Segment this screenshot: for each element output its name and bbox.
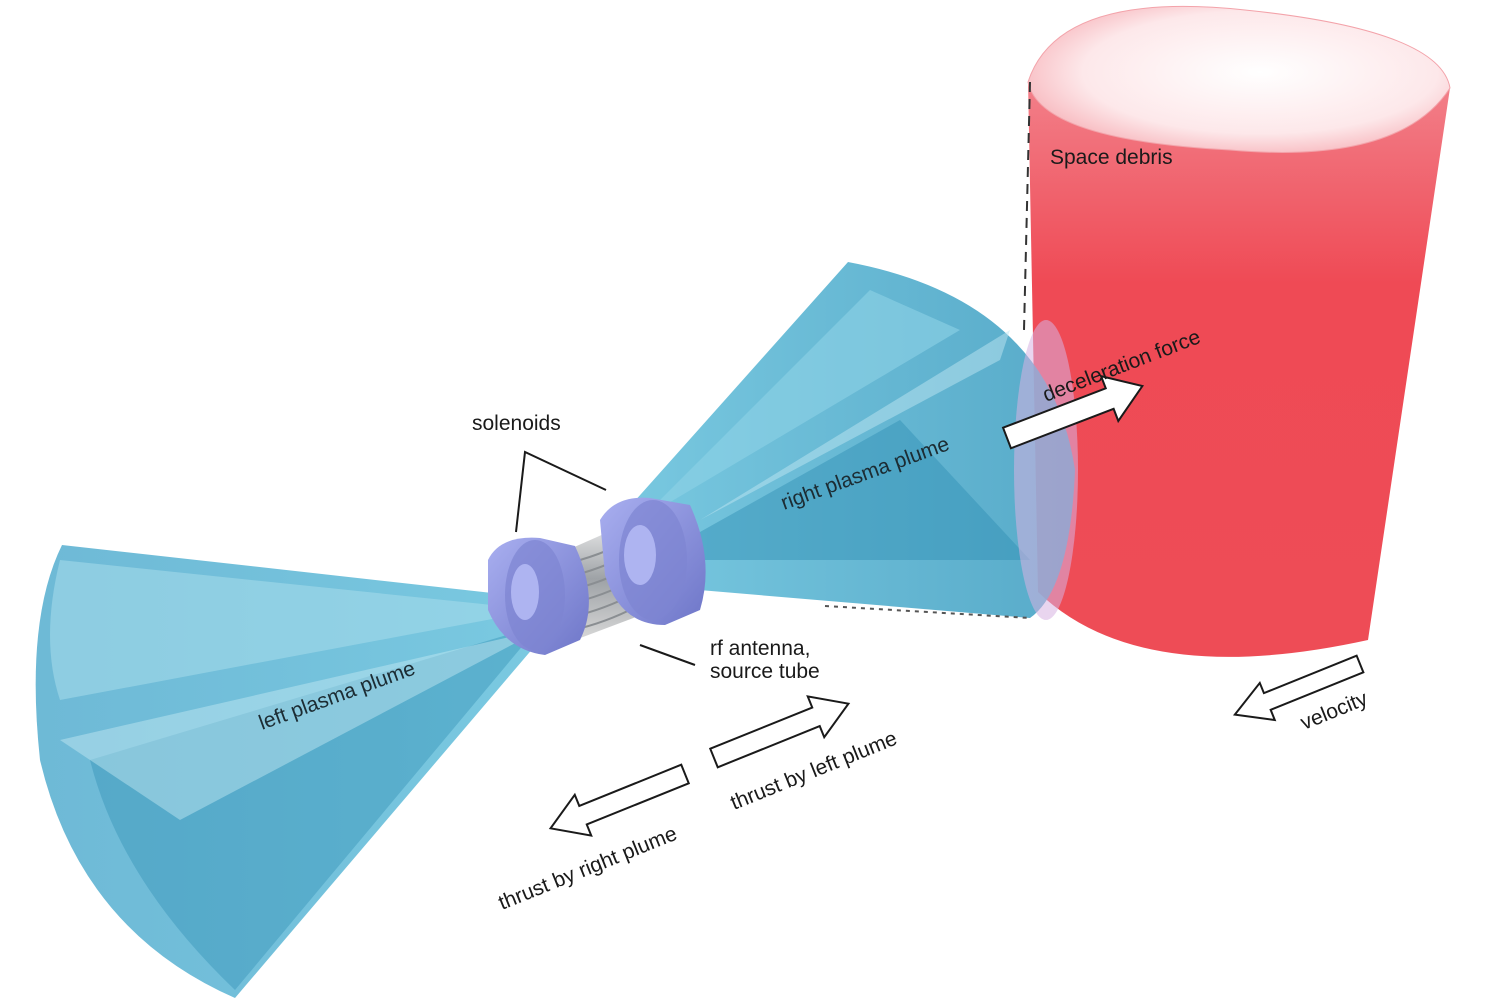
debris-body [1028, 82, 1450, 657]
space-debris-cylinder [1023, 5, 1451, 657]
solenoid-right [600, 497, 706, 625]
space-debris-label: Space debris [1050, 146, 1173, 169]
velocity-arrow [1232, 654, 1365, 722]
rf-antenna-leader [639, 644, 696, 666]
thrust-right-arrow [548, 763, 691, 837]
thrust-left-arrow [708, 695, 851, 769]
thruster-assembly [488, 497, 706, 655]
right-plasma-plume [600, 262, 1078, 620]
left-plasma-plume [35, 545, 555, 998]
rf-antenna-label-line1: rf antenna, [710, 637, 810, 660]
rf-antenna-label-line2: source tube [710, 660, 820, 683]
solenoids-leader [515, 450, 607, 533]
leader-lines [515, 450, 1031, 666]
solenoid-left [488, 537, 589, 655]
deceleration-force-arrow [1001, 374, 1145, 450]
plume-dotted-edge [824, 605, 1031, 619]
solenoids-label: solenoids [472, 412, 561, 435]
debris-top [1027, 5, 1451, 153]
debris-hidden-edge [1023, 81, 1031, 331]
